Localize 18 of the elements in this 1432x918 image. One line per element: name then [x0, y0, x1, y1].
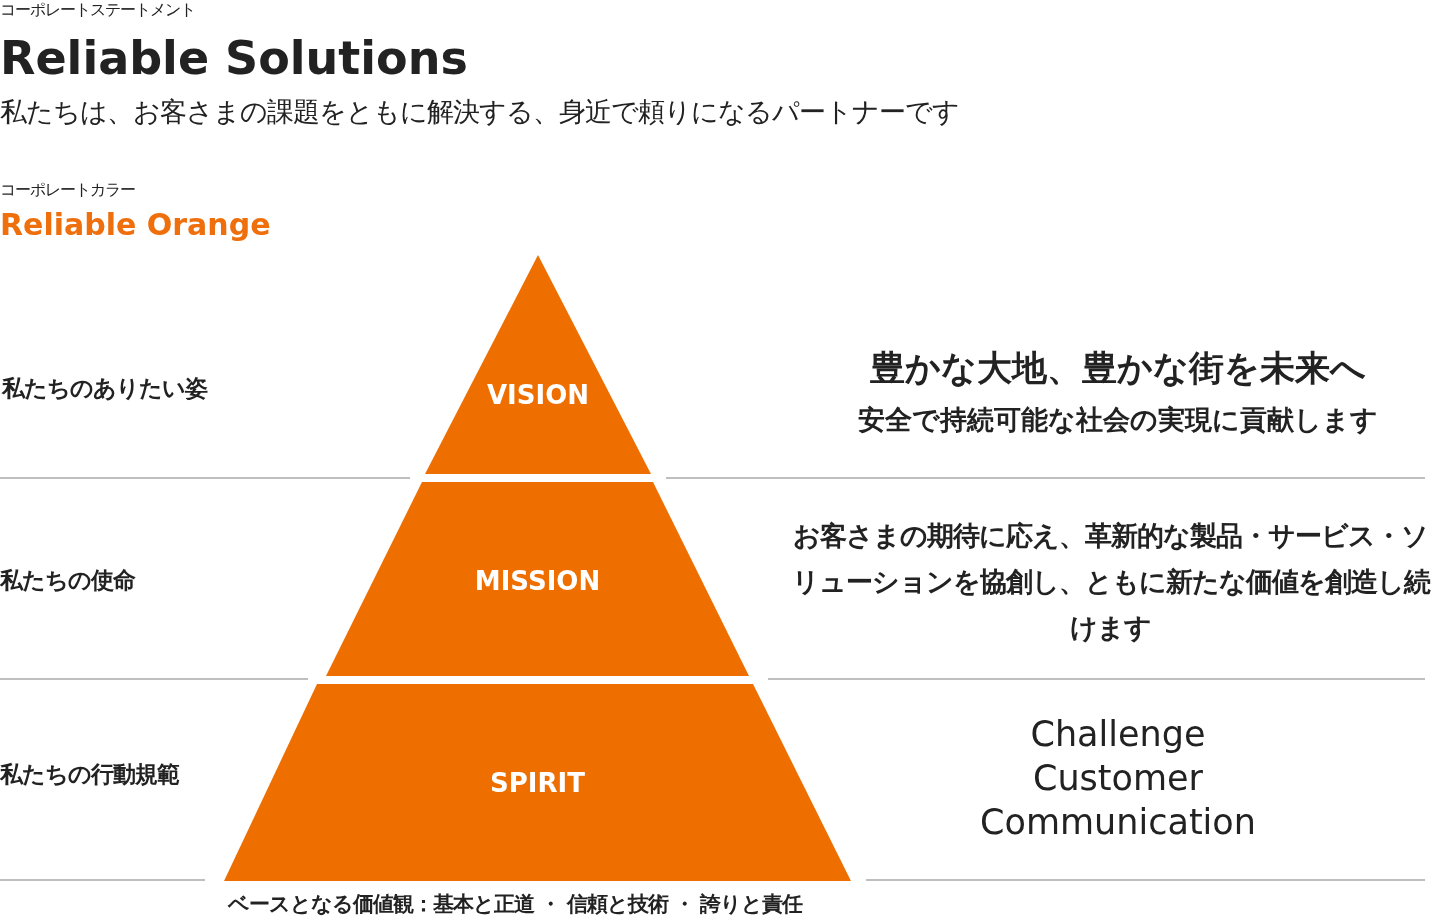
color-name: Reliable Orange — [0, 207, 271, 242]
base-values-text: ベースとなる価値観：基本と正道 ・ 信頼と技術 ・ 誇りと責任 — [228, 891, 803, 918]
vision-text: 豊かな大地、豊かな街を未来へ — [869, 347, 1367, 390]
value-word: Communication — [979, 801, 1257, 844]
mission-text: お客さまの期待に応え、革新的な製品・サービス・ソリューションを協創し、ともに新たな価値を創造し続けます — [790, 519, 1431, 645]
tier-title: MISSION — [473, 566, 602, 596]
section-label: コーポレートカラー — [0, 180, 135, 201]
tier-title: VISION — [485, 380, 591, 410]
tier-label: 私たちの使命 — [0, 566, 135, 595]
section-label: コーポレートステートメント — [0, 0, 195, 21]
value-word: Customer — [1032, 757, 1204, 800]
tier-label: 私たちのありたい姿 — [2, 374, 207, 403]
vision-text: 安全で持続可能な社会の実現に貢献します — [857, 403, 1379, 437]
statement-text: 私たちは、お客さまの課題をともに解決する、身近で頼りになるパートナーです — [0, 95, 959, 129]
tier-title: SPIRIT — [489, 768, 586, 798]
heading: Reliable Solutions — [0, 30, 468, 87]
value-word: Challenge — [1029, 713, 1207, 756]
tier-label: 私たちの行動規範 — [0, 760, 179, 789]
